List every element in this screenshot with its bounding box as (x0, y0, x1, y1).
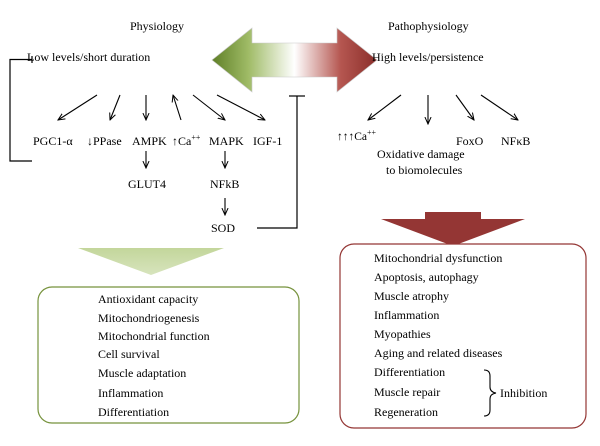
target-glut4: GLUT4 (128, 177, 166, 191)
pathophysiology-outcome: Regeneration (374, 405, 438, 419)
cascade-arrows (146, 151, 225, 215)
oxidative-damage-line2: to biomolecules (386, 163, 463, 177)
physiology-outcome: Mitochondriogenesis (98, 311, 200, 325)
pathophysiology-outcome: Inflammation (374, 308, 439, 322)
physiology-arrows (58, 95, 265, 120)
right-feedback-bracket (257, 95, 305, 229)
physiology-outcome: Inflammation (98, 386, 163, 400)
target-ampk: AMPK (132, 134, 167, 148)
arrow-to-igf (216, 94, 265, 120)
pathophysiology-outcome: Aging and related diseases (374, 346, 503, 360)
arrow-to-mapk (192, 94, 225, 120)
path-target-nfkb: NFκB (501, 134, 530, 148)
pathophysiology-arrows (368, 94, 518, 124)
physiology-outcome: Muscle adaptation (98, 366, 186, 380)
physiology-outcome: Cell survival (98, 347, 160, 361)
arrow-to-ca (173, 95, 182, 121)
physiology-outcomes-box (37, 286, 300, 424)
physiology-header: Physiology (130, 19, 184, 33)
red-down-arrow (381, 212, 525, 246)
path-target-ca-base: ↑↑↑Ca (337, 131, 367, 143)
inhibition-brace (483, 369, 497, 417)
pathophysiology-outcomes-list: Mitochondrial dysfunction Apoptosis, aut… (374, 251, 503, 419)
target-ca-base: ↑Ca (172, 134, 192, 148)
double-arrow (211, 27, 378, 93)
arrow-to-foxo (455, 94, 474, 120)
path-target-foxo: FoxO (456, 134, 484, 148)
target-ca-sup: ++ (191, 133, 201, 142)
pathophysiology-subheader: High levels/persistence (372, 50, 484, 64)
physiology-subheader: Low levels/short duration (27, 50, 150, 64)
oxidative-damage-line1: Oxidative damage (377, 147, 465, 161)
physiology-outcome: Mitochondrial function (98, 329, 210, 343)
left-feedback-bracket (9, 56, 33, 162)
physiology-outcome: Differentiation (98, 405, 169, 419)
target-nfkb: NFkB (210, 177, 239, 191)
target-sod: SOD (211, 221, 235, 235)
inhibition-label: Inhibition (500, 386, 547, 400)
path-target-ca-sup: ++ (367, 128, 377, 137)
pathophysiology-outcome: Mitochondrial dysfunction (374, 251, 502, 265)
target-ca: ↑Ca++ (172, 133, 201, 148)
pathophysiology-outcomes-box (339, 243, 587, 429)
pathophysiology-outcome: Myopathies (374, 327, 431, 341)
physiology-outcomes-list: Antioxidant capacity Mitochondriogenesis… (98, 292, 210, 419)
pathophysiology-outcome: Apoptosis, autophagy (374, 270, 479, 284)
target-pgc1a: PGC1-α (33, 134, 73, 148)
arrow-to-path-ca (368, 94, 402, 120)
target-mapk: MAPK (209, 134, 244, 148)
green-down-arrow (78, 248, 224, 275)
target-ppase: ↓PPase (87, 134, 122, 148)
arrow-to-path-nfkb (480, 94, 518, 120)
pathophysiology-outcome: Muscle repair (374, 385, 440, 399)
pathophysiology-header: Pathophysiology (388, 19, 469, 33)
pathophysiology-outcome: Differentiation (374, 365, 445, 379)
pathophysiology-outcome: Muscle atrophy (374, 289, 449, 303)
arrow-to-ppase (110, 94, 121, 120)
target-igf1: IGF-1 (253, 134, 282, 148)
path-target-ca: ↑↑↑Ca++ (337, 128, 377, 143)
arrow-to-pgc (58, 94, 98, 120)
physiology-outcome: Antioxidant capacity (98, 292, 198, 306)
